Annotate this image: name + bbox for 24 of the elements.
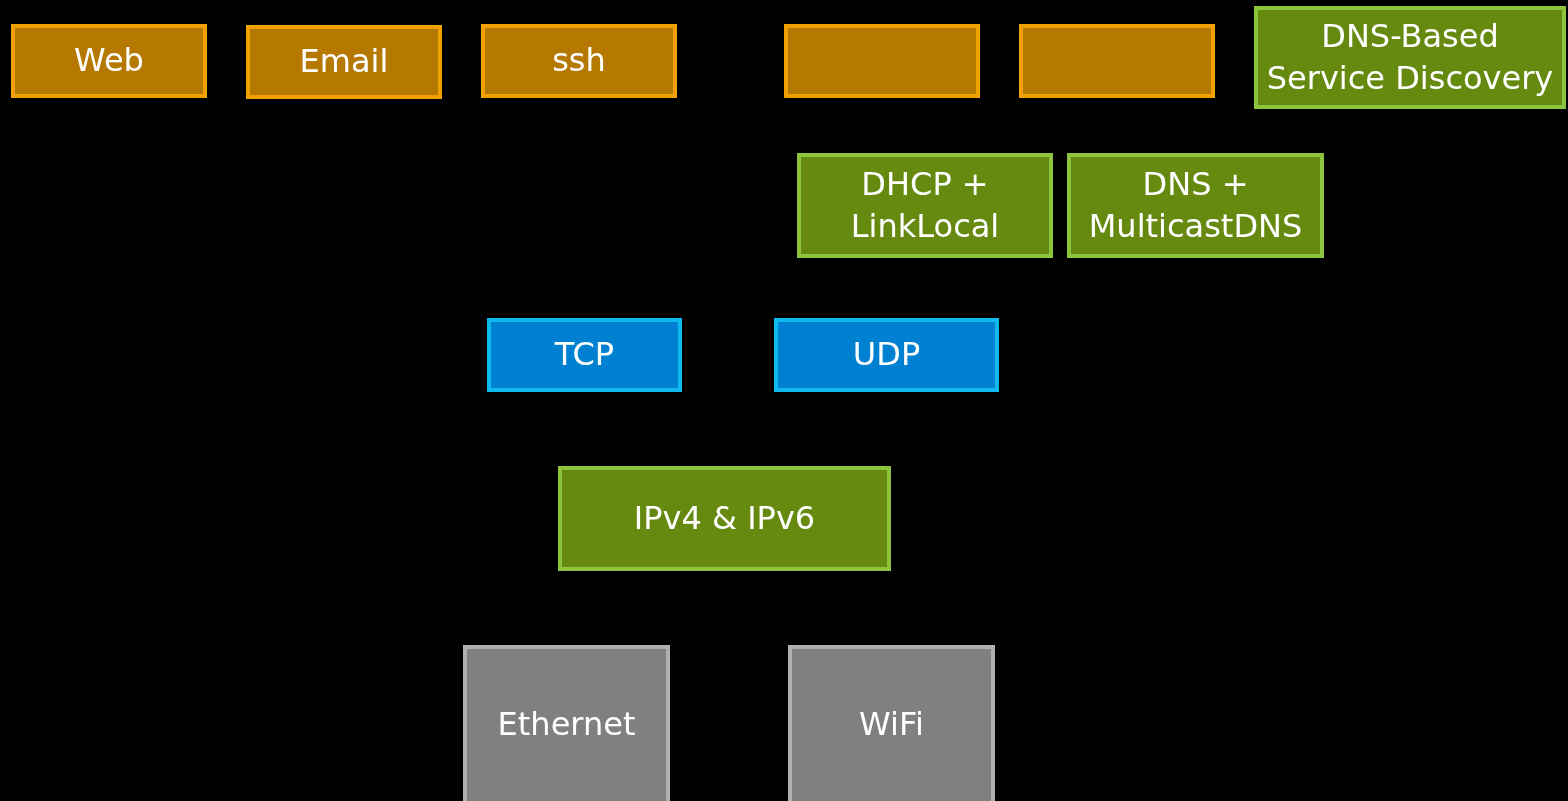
box-label: Email — [299, 41, 389, 83]
layer-box — [1067, 153, 1324, 258]
layer-box — [487, 318, 682, 392]
box-label: ssh — [552, 40, 606, 82]
box-label: Ethernet — [497, 704, 636, 746]
box-label: DHCP + LinkLocal — [849, 163, 1001, 247]
box-label: DNS + MulticastDNS — [1087, 163, 1304, 247]
layer-box — [774, 318, 999, 392]
box-label: WiFi — [859, 704, 924, 746]
box-label: IPv4 & IPv6 — [633, 497, 816, 539]
box-label: UDP — [852, 334, 921, 376]
layer-box — [11, 24, 207, 98]
layer-box — [797, 153, 1053, 258]
box-label: Web — [74, 40, 144, 82]
layer-box — [788, 645, 995, 801]
layer-box — [1254, 6, 1566, 109]
empty-box — [784, 24, 980, 98]
layer-box — [558, 466, 891, 571]
layer-box — [481, 24, 677, 98]
layer-box — [246, 25, 442, 99]
empty-box — [1019, 24, 1215, 98]
layer-box — [463, 645, 670, 801]
box-label: DNS-Based Service Discovery — [1265, 15, 1555, 99]
box-label: TCP — [554, 334, 615, 376]
